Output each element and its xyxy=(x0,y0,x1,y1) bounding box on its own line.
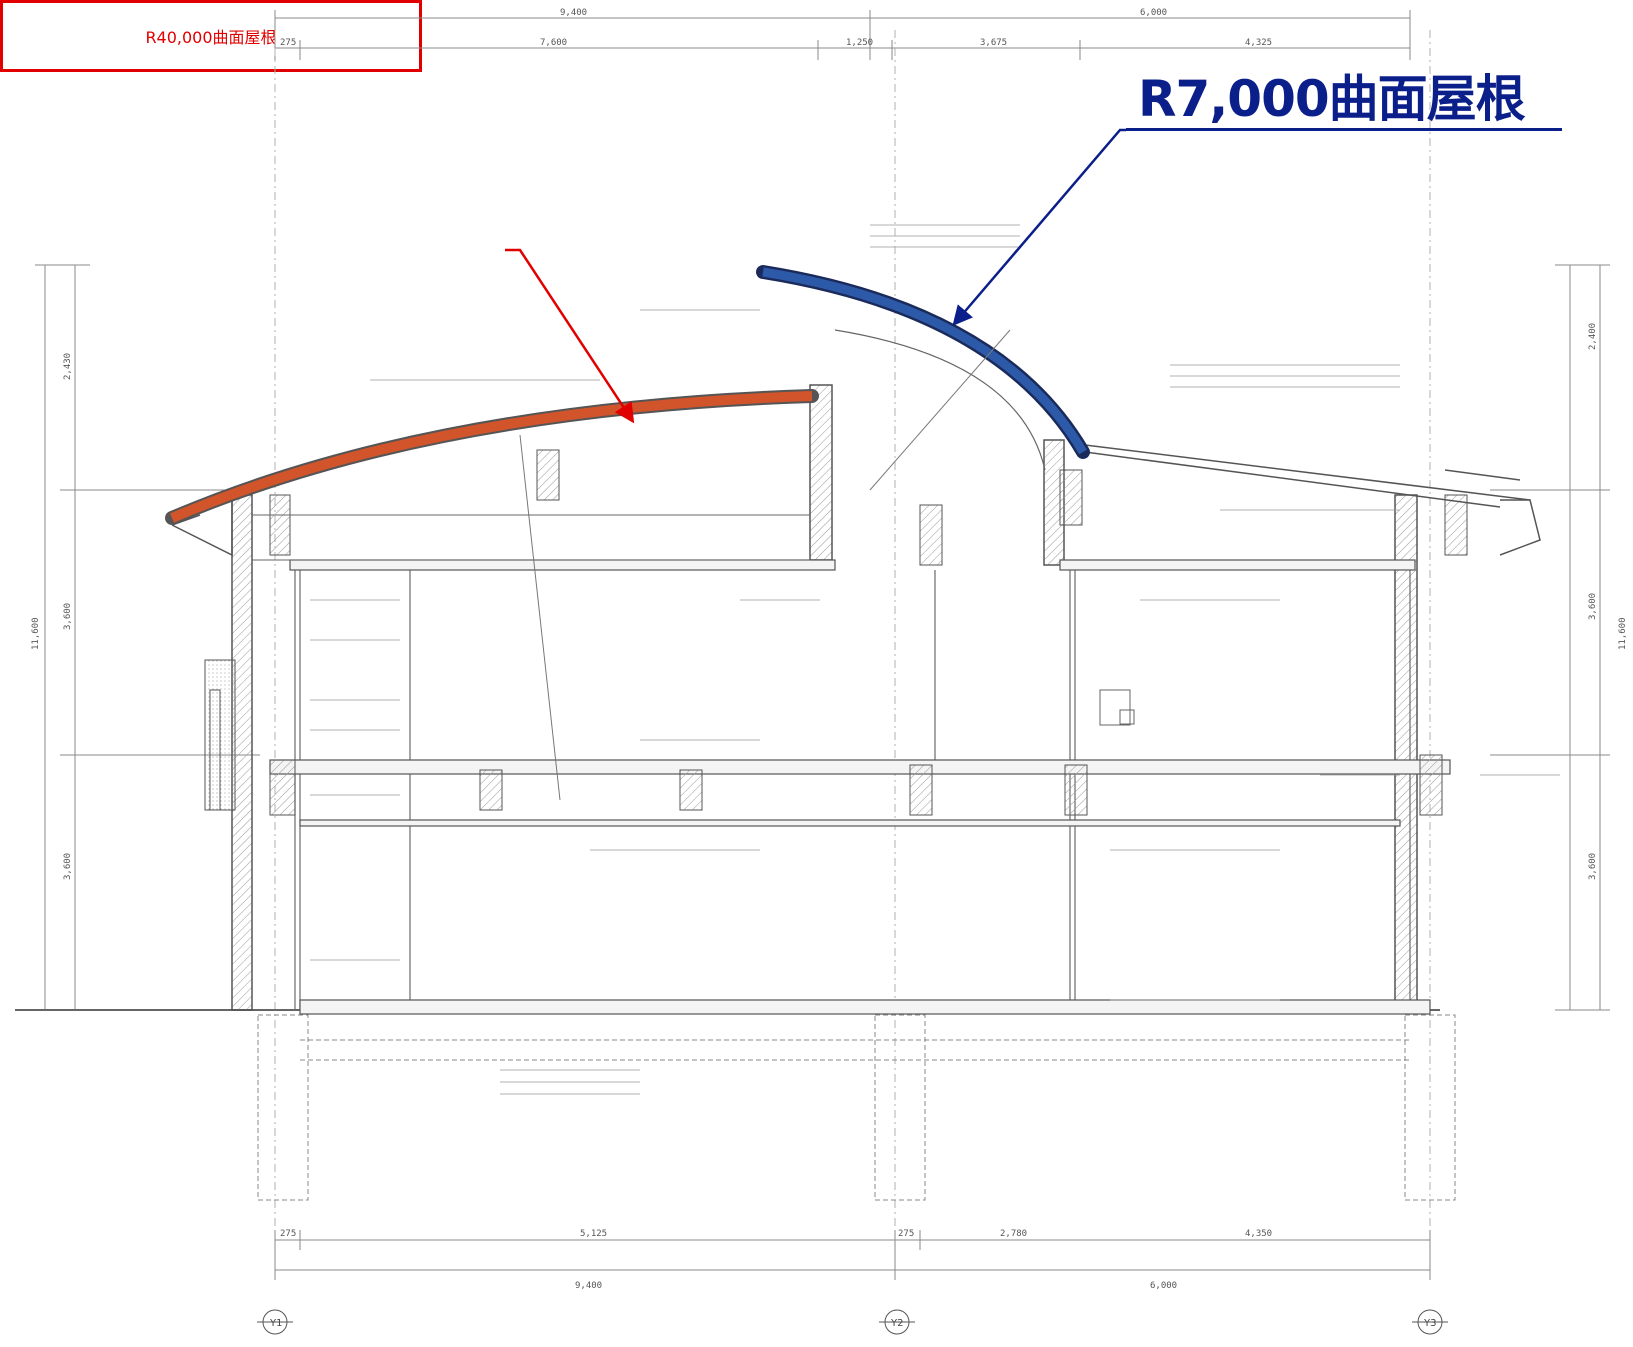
svg-text:275: 275 xyxy=(280,38,296,48)
bottom-dimension-texts: 275 5,125 275 2,780 4,350 9,400 6,000 xyxy=(280,1229,1272,1291)
svg-text:7,600: 7,600 xyxy=(540,38,567,48)
svg-text:4,325: 4,325 xyxy=(1245,38,1272,48)
svg-text:3,600: 3,600 xyxy=(63,603,73,630)
svg-text:Y3: Y3 xyxy=(1423,1318,1436,1329)
bottom-dimensions xyxy=(274,1230,1431,1280)
top-dimensions xyxy=(274,10,1411,60)
red-callout-leader xyxy=(505,248,635,424)
svg-text:2,780: 2,780 xyxy=(1000,1229,1027,1239)
grid-lines xyxy=(274,30,1431,1270)
svg-text:11,600: 11,600 xyxy=(1618,617,1628,650)
svg-text:6,000: 6,000 xyxy=(1140,8,1167,18)
svg-text:9,400: 9,400 xyxy=(575,1281,602,1291)
beams xyxy=(269,449,1468,816)
svg-text:3,600: 3,600 xyxy=(63,853,73,880)
svg-text:3,600: 3,600 xyxy=(1588,593,1598,620)
svg-text:Y1: Y1 xyxy=(269,1318,282,1329)
r40000-radius-line xyxy=(519,434,561,801)
r7000-radius-line xyxy=(869,329,1011,491)
grid-bubble-labels: Y1 Y2 Y3 xyxy=(269,1318,1436,1329)
r40000-roof-callout-label: R40,000曲面屋根 xyxy=(145,28,277,47)
svg-text:5,125: 5,125 xyxy=(580,1229,607,1239)
height-dimension-texts: 11,600 2,430 3,600 3,600 11,600 2,400 3,… xyxy=(31,323,1628,880)
svg-text:Y2: Y2 xyxy=(890,1318,903,1329)
roof-structure-left xyxy=(252,514,810,561)
right-roof xyxy=(1084,444,1541,556)
r7000-roof-underside xyxy=(834,329,1046,471)
svg-text:2,400: 2,400 xyxy=(1588,323,1598,350)
svg-text:2,430: 2,430 xyxy=(63,353,73,380)
foundation xyxy=(257,1014,1456,1201)
svg-text:4,350: 4,350 xyxy=(1245,1229,1272,1239)
grid-bubbles xyxy=(257,1309,1448,1335)
svg-text:1,250: 1,250 xyxy=(846,38,873,48)
interior-partitions xyxy=(294,570,1411,1010)
left-window xyxy=(204,659,236,811)
svg-text:275: 275 xyxy=(898,1229,914,1239)
svg-text:11,600: 11,600 xyxy=(31,617,41,650)
top-dimension-texts: 9,400 6,000 275 7,600 1,250 3,675 4,325 xyxy=(280,8,1272,48)
r40000-curved-roof xyxy=(165,389,819,525)
r7000-roof-callout-underline xyxy=(1126,128,1562,131)
svg-text:3,600: 3,600 xyxy=(1588,853,1598,880)
svg-text:3,675: 3,675 xyxy=(980,38,1007,48)
leader-lines xyxy=(310,224,1560,1095)
small-fixture xyxy=(1099,689,1135,726)
r40000-roof-callout: R40,000曲面屋根 xyxy=(0,0,422,72)
r7000-roof-callout: R7,000曲面屋根 xyxy=(1138,70,1526,128)
blue-callout-leader xyxy=(952,128,1126,327)
floor-slabs xyxy=(269,559,1451,1015)
svg-text:6,000: 6,000 xyxy=(1150,1281,1177,1291)
height-dimensions xyxy=(35,264,1610,1011)
r40000-curved-roof-fill xyxy=(170,391,813,523)
svg-text:275: 275 xyxy=(280,1229,296,1239)
r7000-curved-roof-fill xyxy=(762,267,1087,455)
svg-text:9,400: 9,400 xyxy=(560,8,587,18)
